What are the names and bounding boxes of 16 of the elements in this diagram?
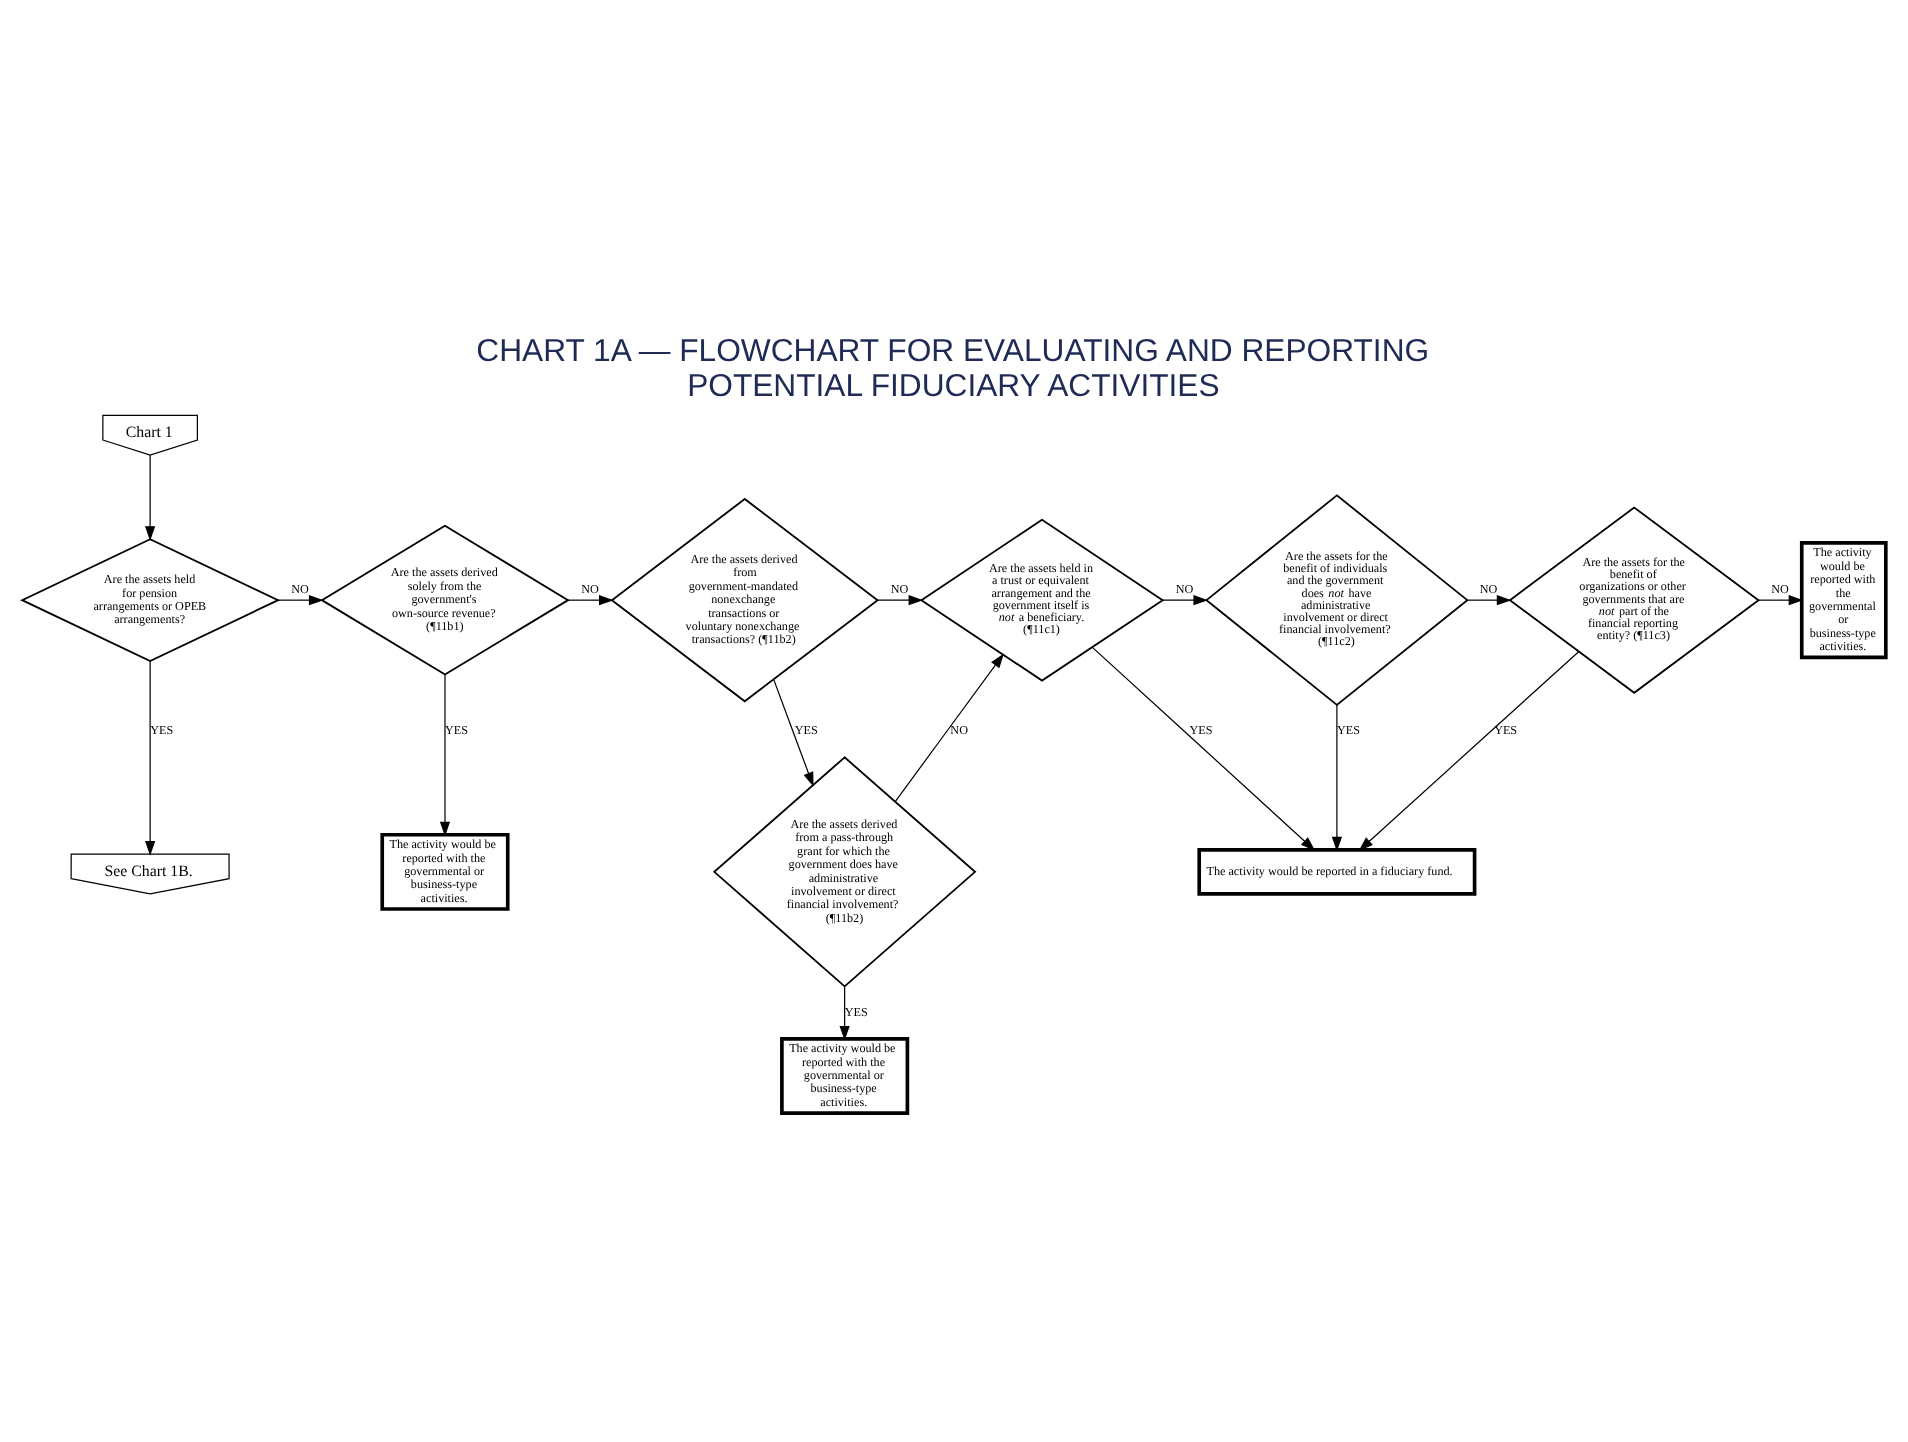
arrow <box>145 659 156 855</box>
arrow <box>1358 650 1580 850</box>
arrow <box>439 673 451 836</box>
arrow <box>1466 594 1512 605</box>
arrow <box>145 453 156 540</box>
arrow <box>877 594 924 605</box>
arrow <box>567 594 614 605</box>
arrow <box>277 594 324 605</box>
arrow <box>1331 703 1343 851</box>
arrow <box>1757 594 1804 605</box>
arrow <box>1162 594 1209 605</box>
arrow <box>1091 645 1316 850</box>
diagram-title: CHART 1A — FLOWCHART FOR EVALUATING AND REPORTING POTENTIAL FIDUCIARY ACTIVITIES <box>476 334 1430 404</box>
arrow <box>773 678 814 786</box>
arrow <box>894 652 1004 801</box>
arrow <box>839 985 850 1040</box>
